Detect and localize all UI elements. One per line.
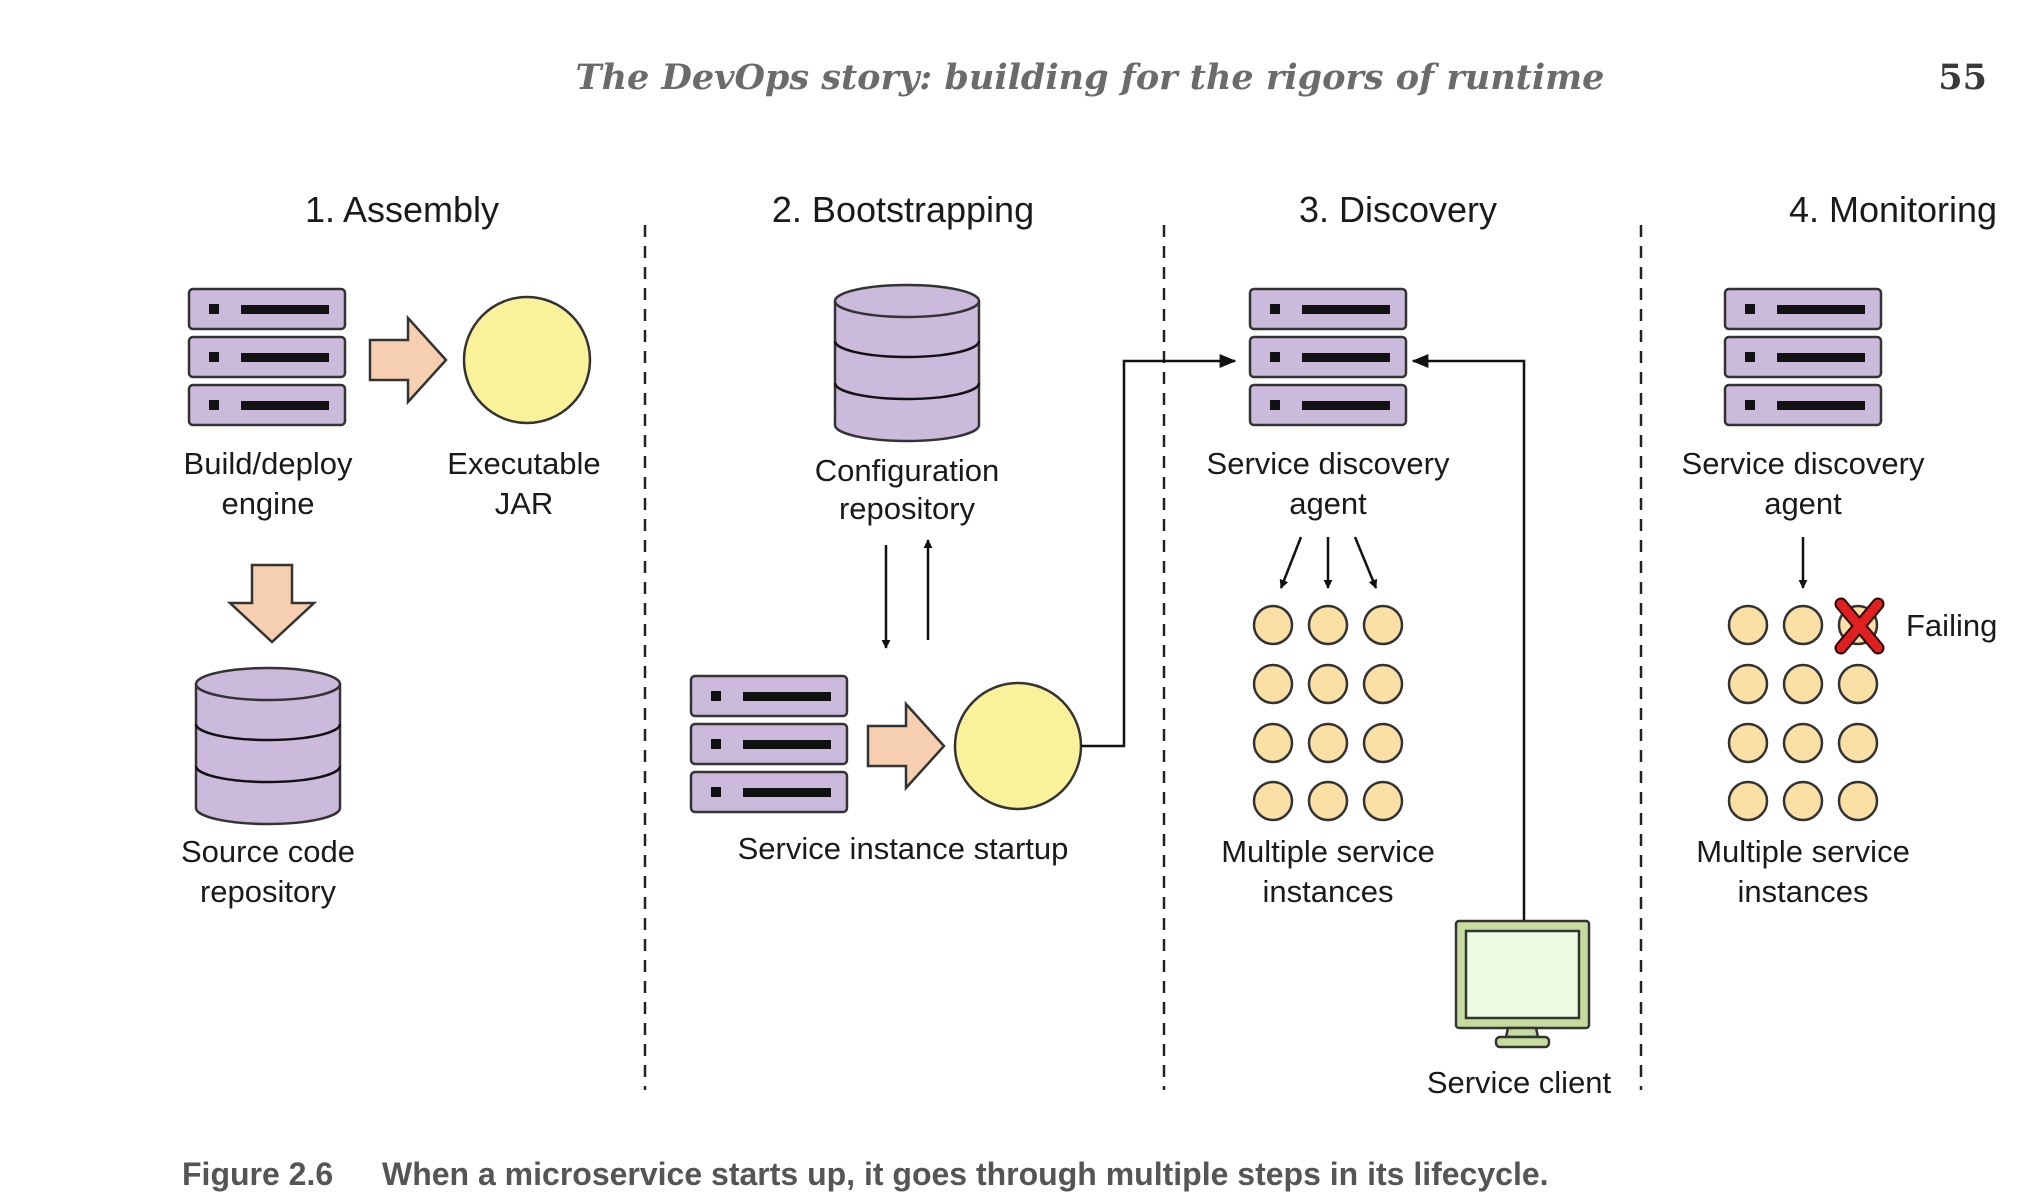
monitoring-instances-label: Multiple service <box>1696 834 1910 869</box>
service-discovery-agent-label: Service discovery <box>1207 446 1450 481</box>
service-instance-node <box>1362 722 1404 764</box>
service-instance-node <box>1727 663 1769 705</box>
agent-to-instance-arrow <box>1353 536 1378 589</box>
service-instance-node <box>1727 722 1769 764</box>
service-instance-node <box>1307 780 1349 822</box>
build-deploy-label: engine <box>221 486 314 521</box>
service-instance-node <box>1782 663 1824 705</box>
service-instance-node <box>1307 604 1349 646</box>
figure-caption-number: Figure 2.6 <box>182 1156 333 1192</box>
configuration-repository-label: Configuration <box>815 453 999 488</box>
source-repository-database-icon <box>194 666 342 826</box>
build-deploy-label: Build/deploy <box>184 446 353 481</box>
service-instance-startup-label: Service instance startup <box>738 831 1069 866</box>
executable-jar-label: Executable <box>447 446 600 481</box>
failing-label: Failing <box>1906 608 1997 643</box>
figure-caption-text: When a microservice starts up, it goes t… <box>382 1156 1549 1192</box>
monitoring-agent-label: agent <box>1764 486 1842 521</box>
monitoring-instances-label: instances <box>1738 874 1869 909</box>
monitoring-agent-label: Service discovery <box>1682 446 1925 481</box>
service-discovery-agent-server-icon <box>1248 287 1408 427</box>
service-discovery-agent-label: agent <box>1289 486 1367 521</box>
service-instance-node <box>1252 780 1294 822</box>
service-instance-node <box>1727 780 1769 822</box>
service-instance-node <box>1252 663 1294 705</box>
monitoring-instance-grid <box>1727 604 1879 822</box>
service-instance-node <box>1307 722 1349 764</box>
client-lookup-arrow <box>1411 354 1526 920</box>
executable-jar-circle <box>462 295 592 425</box>
service-instance-node <box>1782 722 1824 764</box>
service-instance-node <box>1782 780 1824 822</box>
page-number: 55 <box>1938 57 1987 98</box>
multiple-instances-label: Multiple service <box>1221 834 1435 869</box>
failure-x-icon <box>1834 597 1885 655</box>
service-instance-node <box>1837 780 1879 822</box>
build-deploy-server-icon <box>187 287 347 427</box>
stage-title-assembly: 1. Assembly <box>305 189 499 230</box>
build-to-jar-arrow-icon <box>368 314 448 406</box>
build-to-source-arrow-icon <box>226 563 318 644</box>
service-instance-server-icon <box>689 674 849 814</box>
stage-title-bootstrapping: 2. Bootstrapping <box>772 189 1034 230</box>
service-instance-node <box>1252 604 1294 646</box>
running-header-title: The DevOps story: building for the rigor… <box>576 57 1605 98</box>
configuration-repository-database-icon <box>833 283 981 443</box>
service-instance-circle <box>953 681 1083 811</box>
service-client-monitor-icon <box>1454 919 1591 1049</box>
service-instance-node <box>1837 663 1879 705</box>
service-instance-node <box>1362 604 1404 646</box>
service-instance-node <box>1252 722 1294 764</box>
executable-jar-label: JAR <box>495 486 554 521</box>
service-instance-node <box>1782 604 1824 646</box>
service-instance-node <box>1362 780 1404 822</box>
monitoring-agent-server-icon <box>1723 287 1883 427</box>
source-repository-label: repository <box>200 874 337 909</box>
source-repository-label: Source code <box>181 834 355 869</box>
register-with-discovery-arrow <box>1081 354 1237 748</box>
multiple-instances-label: instances <box>1263 874 1394 909</box>
agent-to-instance-arrow <box>1279 536 1303 589</box>
service-instance-node <box>1727 604 1769 646</box>
service-instance-node <box>1307 663 1349 705</box>
service-instance-node <box>1362 663 1404 705</box>
server-to-instance-arrow-icon <box>866 700 946 792</box>
service-instance-node <box>1837 722 1879 764</box>
service-client-label: Service client <box>1427 1065 1612 1100</box>
stage-title-monitoring: 4. Monitoring <box>1789 189 1997 230</box>
configuration-repository-label: repository <box>839 491 976 526</box>
discovery-instance-grid <box>1252 604 1404 822</box>
stage-title-discovery: 3. Discovery <box>1299 189 1497 230</box>
